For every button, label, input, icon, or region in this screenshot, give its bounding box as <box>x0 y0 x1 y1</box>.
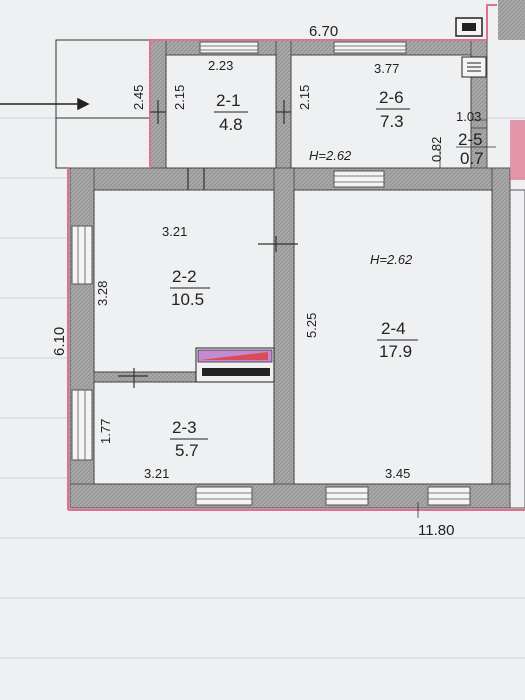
porch-width-dimension: 2.45 <box>131 85 146 110</box>
room-2-2-area: 10.5 <box>171 290 204 309</box>
entry-arrow <box>0 97 90 111</box>
windows <box>71 41 471 506</box>
meter-icon <box>461 56 487 78</box>
room-2-2-height: 3.28 <box>95 281 110 306</box>
room-2-5-height: 0.82 <box>429 137 444 162</box>
room-2-1-code: 2-1 <box>216 91 241 110</box>
room-2-2-code: 2-2 <box>172 267 197 286</box>
room-2-3-height: 1.77 <box>98 419 113 444</box>
overall-left-dimension: 6.10 <box>51 327 68 356</box>
room-2-3-width: 3.21 <box>144 466 169 481</box>
room-2-6-height: 2.15 <box>297 85 312 110</box>
chimney-icon <box>455 17 483 37</box>
room-floors <box>93 54 493 485</box>
room-2-1-width: 2.23 <box>208 58 233 73</box>
room-2-2-width: 3.21 <box>162 224 187 239</box>
room-2-6-code: 2-6 <box>379 88 404 107</box>
overall-bottom-dimension: 11.80 <box>418 522 454 539</box>
right-edge-wall <box>498 0 525 509</box>
window-mullions <box>77 45 470 500</box>
room-2-1-height: 2.15 <box>172 85 187 110</box>
room-2-6-width: 3.77 <box>374 61 399 76</box>
overall-top-dimension: 6.70 <box>309 23 338 40</box>
room-2-3-area: 5.7 <box>175 441 199 460</box>
room-2-4-width: 3.45 <box>385 466 410 481</box>
pink-outline <box>67 4 525 511</box>
room-2-1-area: 4.8 <box>219 115 243 134</box>
room-2-5-width: 1.03 <box>456 109 481 124</box>
room-2-6-area: 7.3 <box>380 112 404 131</box>
upper-ceiling-height: H=2.62 <box>309 148 352 163</box>
room-2-5-area: 0.7 <box>460 149 484 168</box>
room-2-4-height: 5.25 <box>304 313 319 338</box>
room-2-4-code: 2-4 <box>381 319 406 338</box>
room-2-5-code: 2-5 <box>458 130 483 149</box>
room-2-3-code: 2-3 <box>172 418 197 437</box>
main-ceiling-height: H=2.62 <box>370 252 413 267</box>
door-marks <box>118 100 298 388</box>
dimension-lines <box>417 146 496 518</box>
stove-icon <box>195 347 275 383</box>
room-2-4-area: 17.9 <box>379 342 412 361</box>
